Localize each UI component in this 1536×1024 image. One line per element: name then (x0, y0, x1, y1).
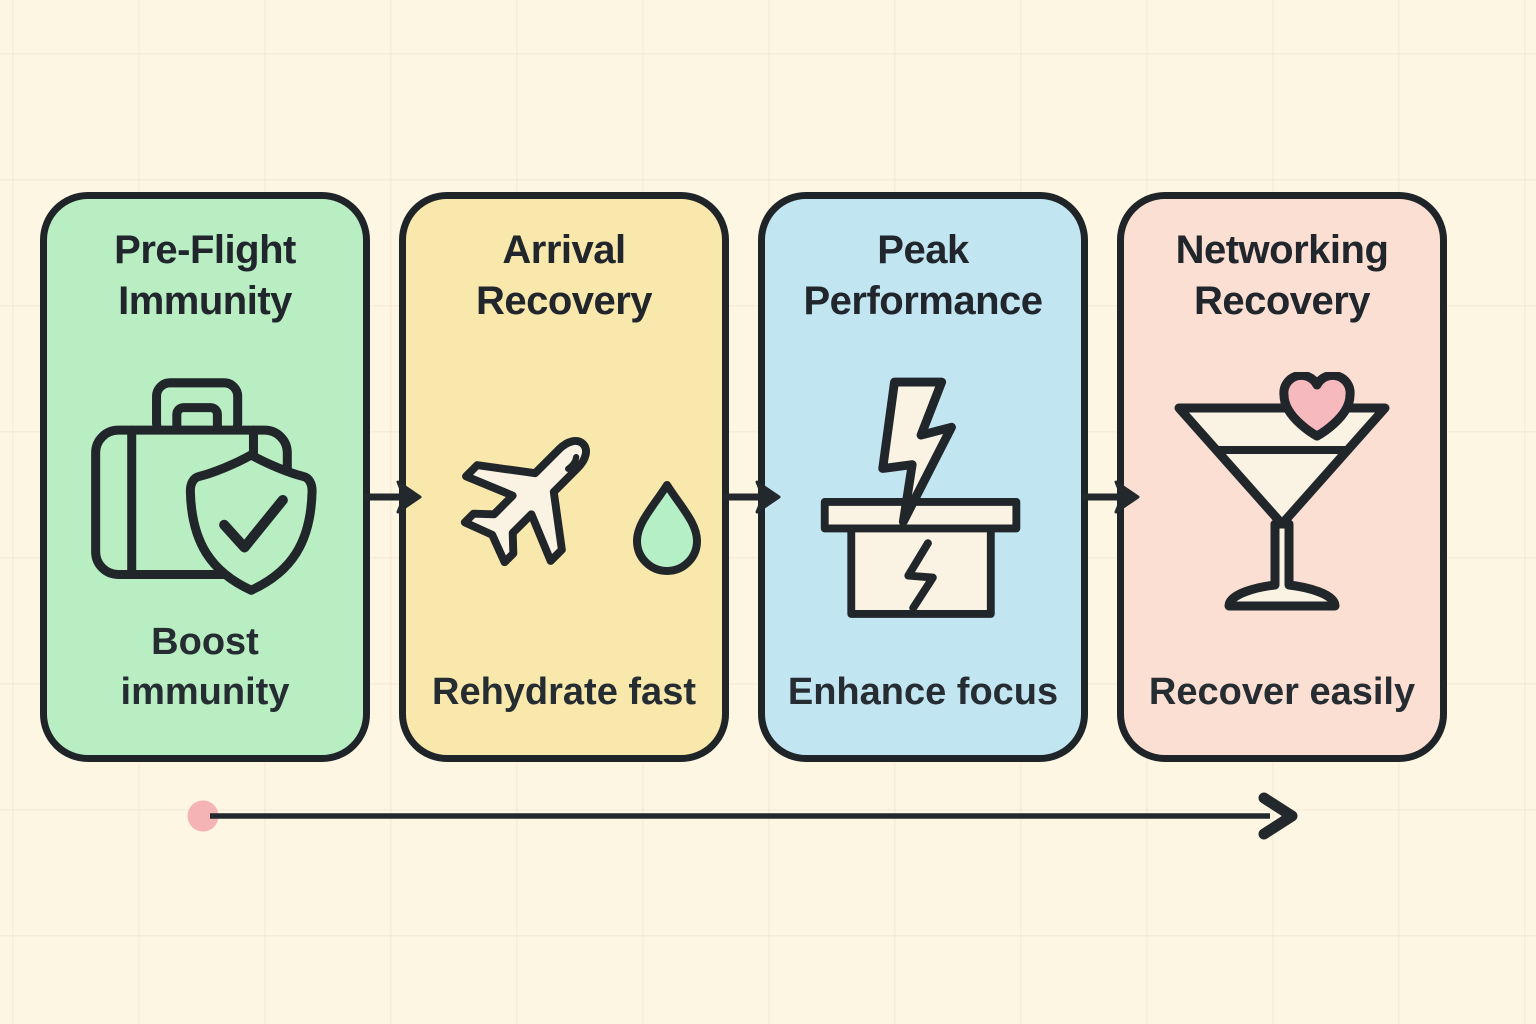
stage-title: Pre-Flight Immunity (59, 225, 351, 327)
arrow-stage2-to-stage3 (723, 475, 781, 519)
airplane-droplet-icon (414, 377, 714, 617)
stage-card-peak-performance: Peak Performance Enhance focus (758, 192, 1088, 762)
timeline-arrow (180, 788, 1320, 848)
stage-card-preflight-immunity: Pre-Flight Immunity Boost immunity (40, 192, 370, 762)
water-droplet (637, 485, 697, 571)
martini-heart-icon (1165, 372, 1400, 622)
martini-stem-base (1229, 524, 1335, 606)
stage-subtitle: Rehydrate fast (432, 668, 696, 717)
airplane (442, 402, 625, 585)
stage-title: Networking Recovery (1136, 225, 1428, 327)
box-lid (825, 502, 1017, 529)
arrow-stage1-to-stage2 (364, 475, 422, 519)
stage-subtitle: Recover easily (1149, 668, 1415, 717)
arrow-stage3-to-stage4 (1082, 475, 1140, 519)
martini-bowl (1179, 408, 1385, 524)
stage-title: Peak Performance (777, 225, 1069, 327)
lightning-box-icon (810, 374, 1036, 620)
stage-card-networking-recovery: Networking Recovery Recover easily (1117, 192, 1447, 762)
suitcase-shield-icon (85, 349, 325, 597)
stage-card-arrival-recovery: Arrival Recovery Rehydrate fast (399, 192, 729, 762)
stage-subtitle: Boost immunity (65, 618, 345, 717)
stage-title: Arrival Recovery (418, 225, 710, 327)
stage-subtitle: Enhance focus (788, 668, 1058, 717)
